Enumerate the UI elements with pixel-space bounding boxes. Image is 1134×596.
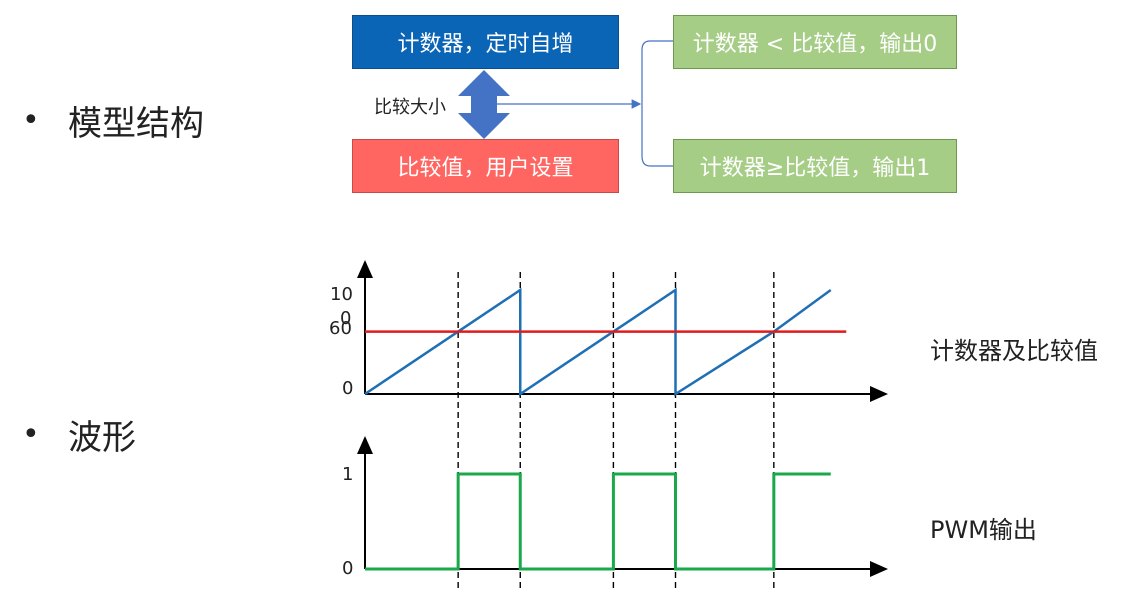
compare-value-box: 比较值，用户设置 bbox=[352, 139, 619, 193]
sawtooth-line bbox=[364, 287, 832, 397]
heading-waveform: 波形 bbox=[68, 418, 136, 458]
output-1-box: 计数器≥比较值，输出1 bbox=[673, 139, 957, 193]
counter-box: 计数器，定时自增 bbox=[352, 15, 619, 69]
tick-0-bottom: 0 bbox=[342, 558, 353, 579]
heading-model-structure: 模型结构 bbox=[68, 104, 204, 144]
tick-60: 60 bbox=[329, 318, 352, 339]
label-pwm-output: PWM输出 bbox=[930, 516, 1037, 544]
tick-100-top: 10 bbox=[330, 284, 353, 305]
pwm-line bbox=[365, 472, 831, 571]
bullet-dot: • bbox=[22, 417, 40, 452]
bullet-model-structure: • 模型结构 bbox=[22, 96, 204, 145]
tick-1: 1 bbox=[342, 464, 353, 485]
tick-0-top: 0 bbox=[342, 378, 353, 399]
bullet-dot: • bbox=[22, 103, 40, 138]
bullet-waveform: • 波形 bbox=[22, 410, 136, 459]
output-0-box: 计数器 < 比较值，输出0 bbox=[673, 15, 957, 69]
compare-label: 比较大小 bbox=[374, 97, 446, 118]
tick-100-bottom: 0 bbox=[340, 308, 351, 329]
label-counter-and-compare: 计数器及比较值 bbox=[930, 337, 1098, 365]
output-bracket bbox=[641, 40, 673, 167]
double-arrow-icon bbox=[458, 70, 510, 139]
